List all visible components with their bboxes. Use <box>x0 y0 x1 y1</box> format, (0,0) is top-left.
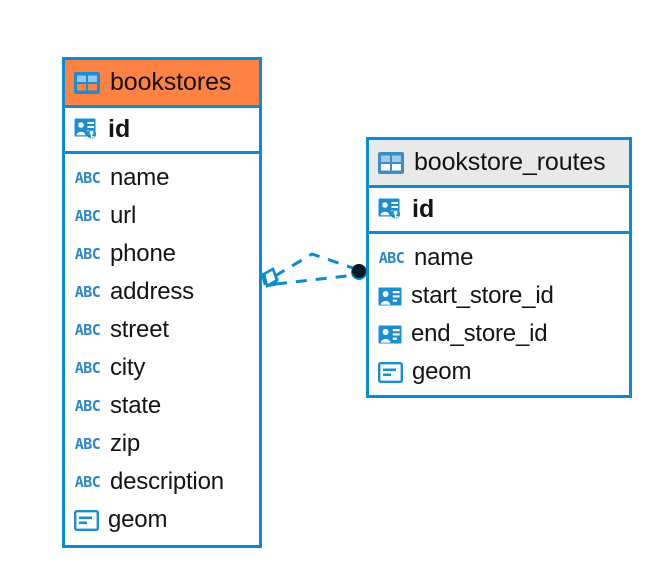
field-label: name <box>414 244 474 271</box>
text-abc-icon: ABC <box>378 248 405 267</box>
field-row-street[interactable]: ABC street <box>65 311 259 349</box>
field-row-phone[interactable]: ABC phone <box>65 235 259 273</box>
field-row-description[interactable]: ABC description <box>65 463 259 501</box>
foreign-key-icon <box>378 287 402 306</box>
text-abc-icon: ABC <box>74 320 101 339</box>
field-row-zip[interactable]: ABC zip <box>65 425 259 463</box>
text-abc-icon: ABC <box>74 282 101 301</box>
primary-key-row-bookstore-routes[interactable]: id <box>369 188 629 234</box>
field-label: state <box>110 392 162 419</box>
primary-key-icon <box>74 117 100 143</box>
field-label: end_store_id <box>411 320 548 347</box>
field-label: name <box>110 164 170 191</box>
text-abc-icon: ABC <box>74 244 101 263</box>
text-abc-icon: ABC <box>74 434 101 453</box>
field-row-end-store-id[interactable]: end_store_id <box>369 315 629 353</box>
field-list-bookstores: ABC name ABC url ABC phone ABC <box>65 154 259 543</box>
field-label: street <box>110 316 169 343</box>
entity-title: bookstores <box>110 68 232 96</box>
field-row-geom[interactable]: geom <box>369 353 629 391</box>
field-row-city[interactable]: ABC city <box>65 349 259 387</box>
field-row-url[interactable]: ABC url <box>65 197 259 235</box>
field-label: phone <box>110 240 176 267</box>
entity-table-bookstores[interactable]: bookstores id <box>62 57 262 548</box>
text-abc-icon: ABC <box>74 168 101 187</box>
field-label: start_store_id <box>411 282 554 309</box>
text-abc-icon: ABC <box>74 472 101 491</box>
table-icon <box>74 71 100 94</box>
diamond-outline-marker <box>260 267 280 289</box>
field-label: address <box>110 278 194 305</box>
filled-circle-marker <box>351 264 367 280</box>
field-list-bookstore-routes: ABC name start_store_id <box>369 234 629 395</box>
entity-title: bookstore_routes <box>414 148 606 176</box>
field-row-start-store-id[interactable]: start_store_id <box>369 277 629 315</box>
entity-table-bookstore-routes[interactable]: bookstore_routes id <box>366 137 632 398</box>
table-icon <box>378 151 404 174</box>
primary-key-label: id <box>108 115 131 143</box>
foreign-key-icon <box>378 325 402 344</box>
primary-key-label: id <box>412 195 435 223</box>
field-label: description <box>110 468 224 495</box>
entity-header-bookstore-routes[interactable]: bookstore_routes <box>369 140 629 188</box>
field-label: city <box>110 354 146 381</box>
text-abc-icon: ABC <box>74 396 101 415</box>
field-label: zip <box>110 430 141 457</box>
entity-header-bookstores[interactable]: bookstores <box>65 60 259 108</box>
field-row-address[interactable]: ABC address <box>65 273 259 311</box>
field-row-state[interactable]: ABC state <box>65 387 259 425</box>
field-label: url <box>110 202 137 229</box>
field-label: geom <box>412 358 472 385</box>
relationship-line-upper <box>274 252 357 278</box>
field-row-name[interactable]: ABC name <box>369 239 629 277</box>
relationship-line-lower <box>275 273 356 286</box>
text-abc-icon: ABC <box>74 206 101 225</box>
field-row-name[interactable]: ABC name <box>65 159 259 197</box>
geometry-icon <box>74 509 99 531</box>
geometry-icon <box>378 361 403 383</box>
field-label: geom <box>108 506 168 533</box>
primary-key-icon <box>378 197 404 223</box>
field-row-geom[interactable]: geom <box>65 501 259 539</box>
text-abc-icon: ABC <box>74 358 101 377</box>
primary-key-row-bookstores[interactable]: id <box>65 108 259 154</box>
